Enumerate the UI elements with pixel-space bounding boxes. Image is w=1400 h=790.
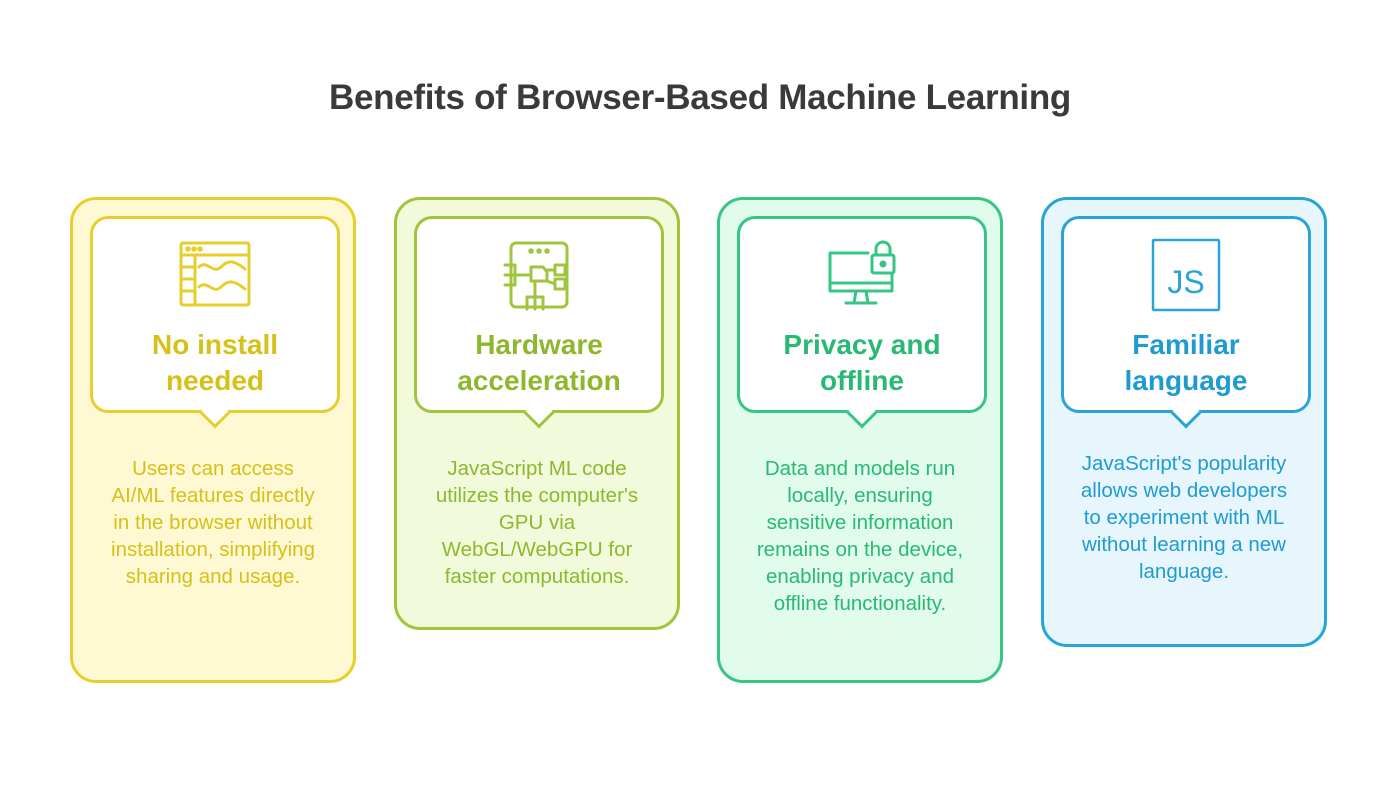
card-privacy-offline: Privacy and offline Data and models run … xyxy=(717,197,1003,683)
javascript-icon: JS xyxy=(1148,237,1224,313)
card-header: Privacy and offline xyxy=(737,216,987,429)
card-heading: Hardware acceleration xyxy=(457,329,621,396)
card-description: Users can access AI/ML features directly… xyxy=(111,457,315,588)
card-description: JavaScript's popularity allows web devel… xyxy=(1080,452,1288,583)
card-description: Data and models run locally, ensuring se… xyxy=(756,457,964,615)
circuit-chip-icon xyxy=(501,237,577,313)
card-heading: Privacy and offline xyxy=(783,329,941,396)
locked-monitor-icon xyxy=(824,237,900,313)
card-no-install: No install needed Users can access AI/ML… xyxy=(70,197,356,683)
card-header: JS Familiar language xyxy=(1061,216,1311,429)
card-description: JavaScript ML code utilizes the computer… xyxy=(435,457,639,588)
browser-window-icon xyxy=(177,237,253,313)
svg-text:JS: JS xyxy=(1167,264,1204,300)
card-header: No install needed xyxy=(90,216,340,429)
page-title: Benefits of Browser-Based Machine Learni… xyxy=(328,78,1071,117)
speech-pointer xyxy=(846,397,878,429)
card-familiar-language: JS Familiar language JavaScript's popula… xyxy=(1041,197,1327,647)
card-hardware-acceleration: Hardware acceleration JavaScript ML code… xyxy=(394,197,680,630)
speech-pointer xyxy=(1170,397,1202,429)
card-heading: Familiar language xyxy=(1124,329,1248,396)
speech-pointer xyxy=(199,397,231,429)
speech-pointer xyxy=(523,397,555,429)
card-heading: No install needed xyxy=(151,329,278,396)
card-header: Hardware acceleration xyxy=(414,216,664,429)
